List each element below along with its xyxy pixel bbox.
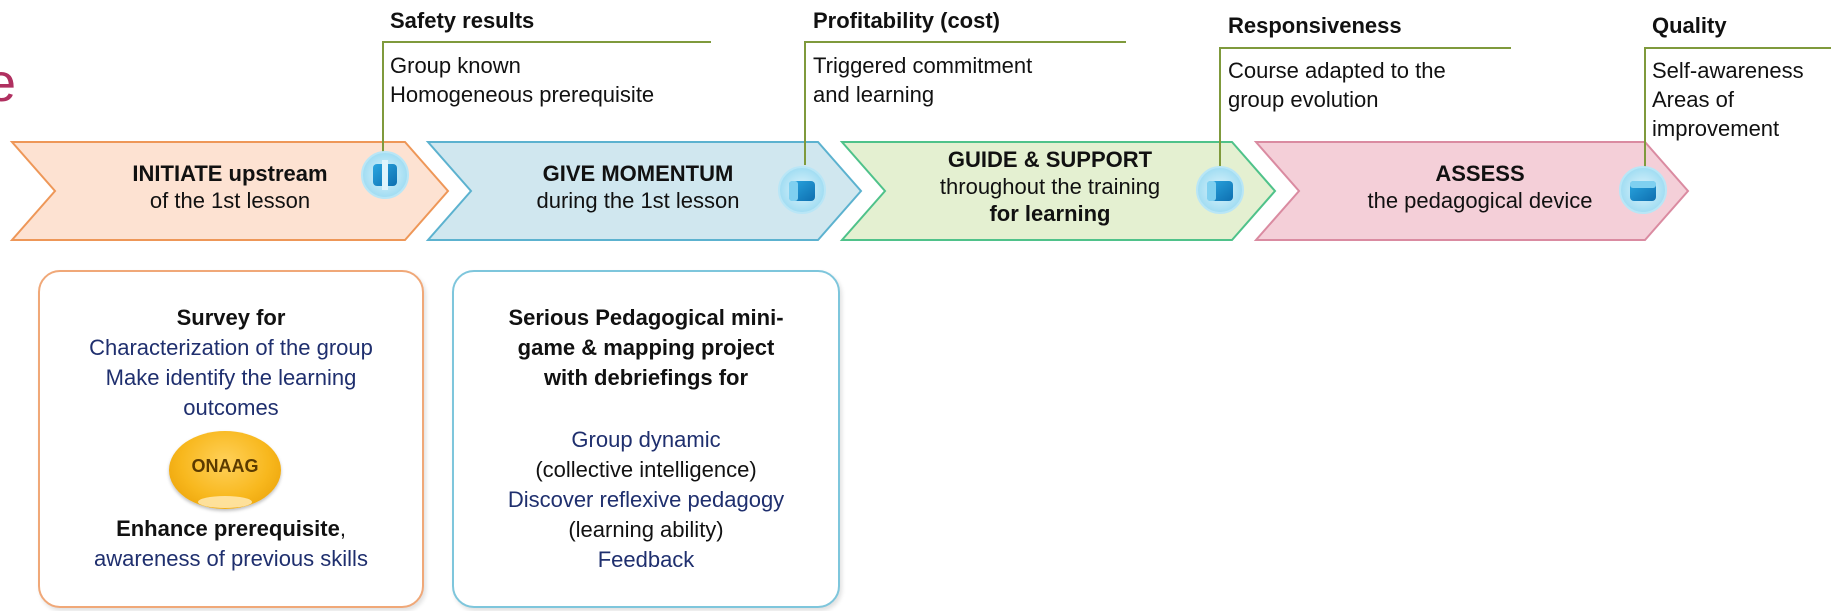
- serious-game-item: Feedback: [597, 547, 695, 572]
- step-title: INITIATE upstream: [132, 161, 328, 186]
- step-momentum-text: GIVE MOMENTUM during the 1st lesson: [488, 160, 788, 214]
- survey-box-top-text: Survey for Characterization of the group…: [40, 303, 422, 423]
- step-arrow-momentum: [425, 141, 863, 241]
- callout-line-1: Self-awareness: [1652, 58, 1804, 83]
- callout-line-profitability: [804, 41, 1126, 165]
- checklist-icon: [1619, 166, 1667, 214]
- callout-line-3: improvement: [1652, 116, 1780, 141]
- survey-line: Make identify the learning: [105, 365, 357, 390]
- serious-game-item: (collective intelligence): [535, 457, 757, 482]
- serious-game-item: Group dynamic: [571, 427, 721, 452]
- step-title: GIVE MOMENTUM: [542, 161, 734, 186]
- step-title: GUIDE & SUPPORT: [947, 147, 1153, 172]
- padlock-icon: [361, 151, 409, 199]
- previous-skills-text: awareness of previous skills: [94, 546, 368, 571]
- survey-box-footer: Enhance prerequisite, awareness of previ…: [40, 514, 422, 574]
- callout-line-2: Homogeneous prerequisite: [390, 82, 655, 107]
- callout-line-2: and learning: [813, 82, 935, 107]
- callout-line-1: Triggered commitment: [813, 53, 1033, 78]
- survey-line: Characterization of the group: [89, 335, 373, 360]
- serious-game-item: Discover reflexive pedagogy: [507, 487, 785, 512]
- callout-title-safety: Safety results: [390, 8, 535, 33]
- serious-game-heading-line: Serious Pedagogical mini-: [508, 305, 784, 330]
- serious-game-heading-line: with debriefings for: [543, 365, 749, 390]
- step-initiate-text: INITIATE upstream of the 1st lesson: [80, 160, 380, 214]
- comma: ,: [339, 516, 346, 541]
- step-subtitle: the pedagogical device: [1367, 188, 1593, 213]
- callout-line-responsiveness: [1219, 47, 1511, 177]
- callout-line-1: Group known: [390, 53, 521, 78]
- enhance-prerequisite-text: Enhance prerequisite: [116, 516, 340, 541]
- serious-game-items: Group dynamic (collective intelligence) …: [454, 425, 838, 575]
- callout-line-2: group evolution: [1228, 87, 1379, 112]
- coins-icon: [778, 166, 826, 214]
- step-arrow-initiate: [9, 141, 450, 241]
- step-arrow-guide: [839, 141, 1277, 241]
- callout-title-profitability: Profitability (cost): [813, 8, 1001, 33]
- step-subtitle: of the 1st lesson: [149, 188, 311, 213]
- step-guide-text: GUIDE & SUPPORT throughout the training …: [900, 146, 1200, 227]
- serious-game-box: [452, 270, 840, 608]
- serious-game-item: (learning ability): [568, 517, 724, 542]
- cropped-title-fragment: e: [0, 53, 17, 113]
- onaag-badge-label: ONAAG: [191, 456, 259, 476]
- survey-line: outcomes: [183, 395, 279, 420]
- callout-line-1: Course adapted to the: [1228, 58, 1446, 83]
- step-subtitle: throughout the training: [939, 174, 1161, 199]
- survey-heading: Survey for: [176, 305, 286, 330]
- step-subtitle: during the 1st lesson: [536, 188, 740, 213]
- callout-line-quality: [1644, 47, 1831, 183]
- serious-game-heading: Serious Pedagogical mini- game & mapping…: [454, 303, 838, 393]
- step-subtitle-bold: for learning: [989, 201, 1111, 226]
- step-title: ASSESS: [1435, 161, 1525, 186]
- callout-line-safety: [382, 41, 711, 171]
- step-assess-text: ASSESS the pedagogical device: [1330, 160, 1630, 214]
- callout-title-quality: Quality: [1652, 13, 1727, 38]
- callout-title-responsiveness: Responsiveness: [1228, 13, 1402, 38]
- serious-game-heading-line: game & mapping project: [517, 335, 775, 360]
- callout-line-2: Areas of: [1652, 87, 1734, 112]
- compass-icon: [1196, 166, 1244, 214]
- badge-highlight: [198, 496, 252, 508]
